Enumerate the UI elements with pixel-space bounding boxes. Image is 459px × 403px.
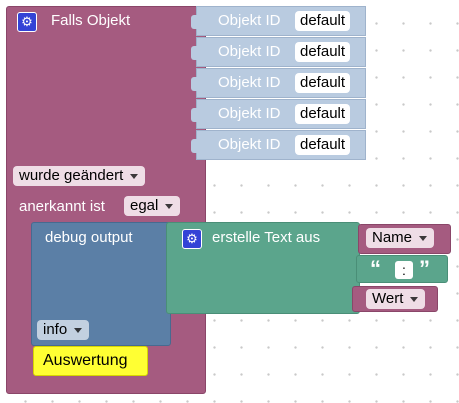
gear-icon[interactable]: ⚙ (17, 12, 37, 32)
object-id-value[interactable]: default (295, 42, 351, 62)
gear-icon[interactable]: ⚙ (182, 229, 202, 249)
object-id-value[interactable]: default (295, 104, 351, 124)
change-type-dropdown[interactable]: wurde geändert (13, 166, 146, 186)
open-quote: “ (370, 256, 381, 281)
object-id-block[interactable]: Objekt ID default (191, 130, 366, 160)
connector-tab (191, 77, 199, 91)
object-id-label: Objekt ID (218, 43, 281, 60)
connector-tab (191, 46, 199, 60)
object-id-block[interactable]: Objekt ID default (191, 6, 366, 36)
debug-title: debug output (45, 229, 133, 246)
object-id-value[interactable]: default (295, 11, 351, 31)
object-id-block[interactable]: Objekt ID default (191, 68, 366, 98)
object-id-label: Objekt ID (218, 74, 281, 91)
object-id-block[interactable]: Objekt ID default (191, 99, 366, 129)
log-level-dropdown[interactable]: info (37, 320, 90, 340)
ack-label: anerkannt ist (19, 198, 105, 215)
connector-tab (191, 108, 199, 122)
ack-dropdown[interactable]: egal (124, 196, 181, 216)
text-join-title: erstelle Text aus (212, 229, 321, 246)
object-id-label: Objekt ID (218, 105, 281, 122)
object-id-block[interactable]: Objekt ID default (191, 37, 366, 67)
trigger-title: Falls Objekt (51, 12, 131, 29)
object-id-value[interactable]: default (295, 135, 351, 155)
comment-block[interactable]: Auswertung (33, 346, 148, 376)
object-id-value[interactable]: default (295, 73, 351, 93)
connector-tab (191, 15, 199, 29)
object-id-label: Objekt ID (218, 12, 281, 29)
wert-dropdown[interactable]: Wert (366, 289, 426, 309)
close-quote: ” (419, 256, 430, 281)
comment-label: Auswertung (43, 352, 128, 369)
object-id-label: Objekt ID (218, 136, 281, 153)
text-literal-input[interactable]: : (395, 261, 413, 279)
connector-tab (191, 139, 199, 153)
name-dropdown[interactable]: Name (366, 228, 435, 248)
